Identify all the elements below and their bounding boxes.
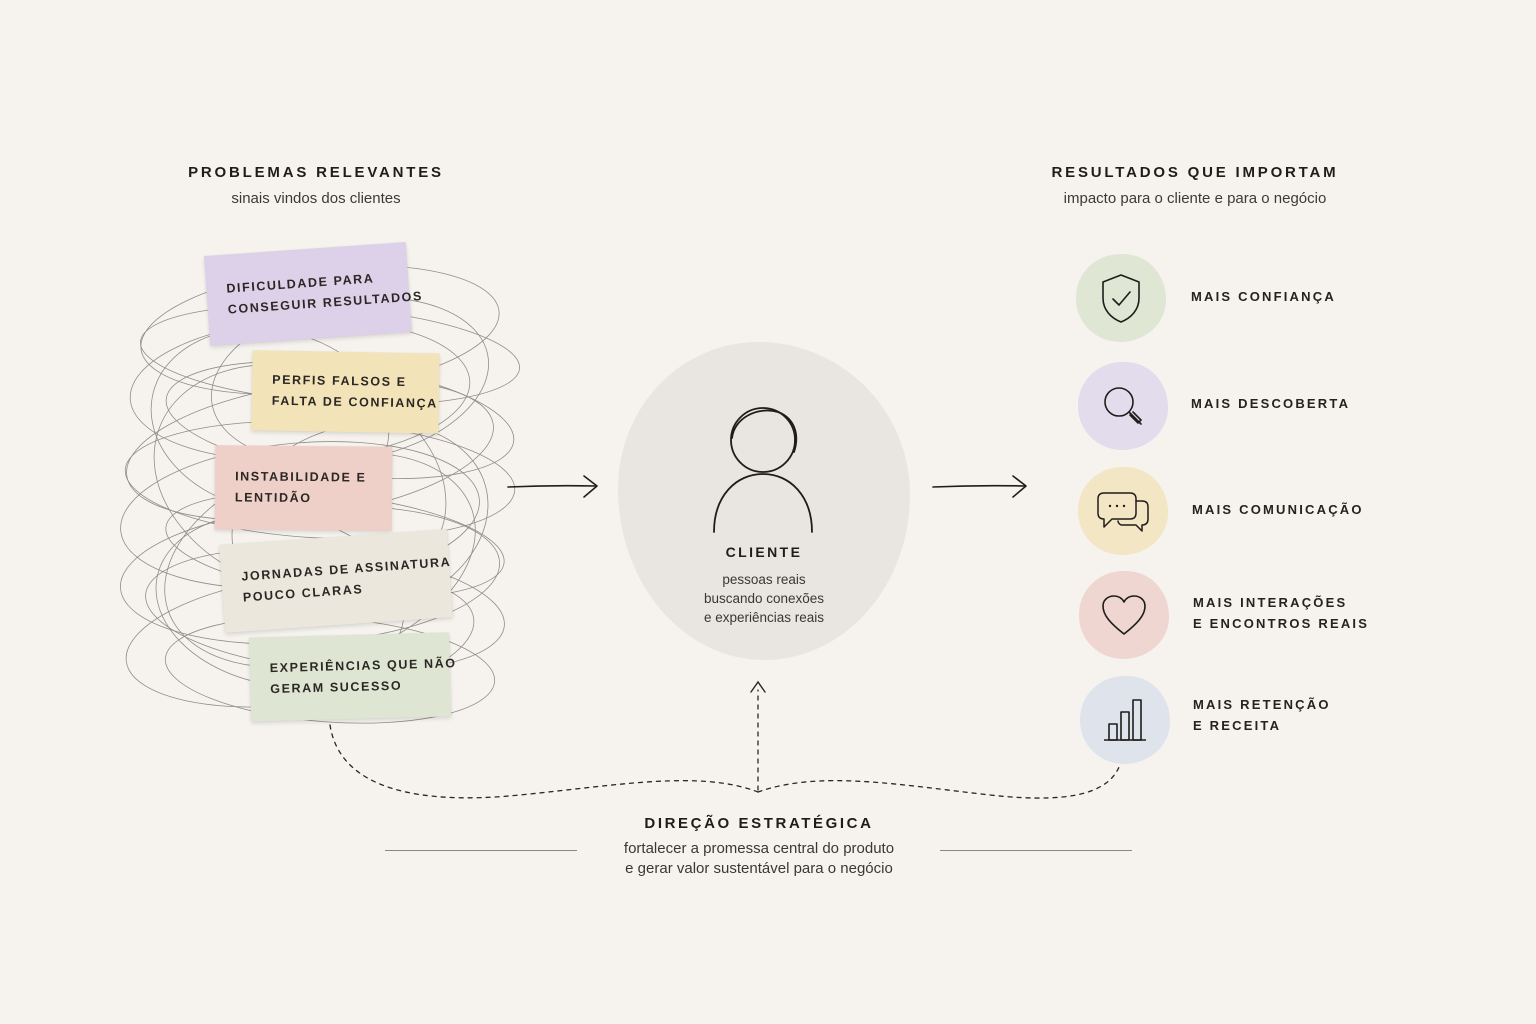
bar-chart-icon: [1104, 699, 1146, 741]
results-title: RESULTADOS QUE IMPORTAM: [1051, 164, 1339, 181]
direction-line-2: e gerar valor sustentável para o negócio: [625, 860, 893, 877]
direction-line-1: fortalecer a promessa central do produto: [623, 840, 895, 857]
magnifier-icon: [1104, 387, 1143, 425]
divider-right: [940, 850, 1132, 851]
client-desc-3: e experiências reais: [703, 610, 825, 625]
arrow-to-client: [507, 484, 597, 488]
problem-note-2-line1: PERFIS FALSOS E: [272, 372, 407, 390]
results-subtitle: impacto para o cliente e para o negócio: [1063, 190, 1327, 207]
client-circle: [618, 342, 910, 660]
arrow-to-results: [932, 484, 1026, 488]
dashed-right-path: [757, 757, 1123, 799]
result-label-retention-line2: E RECEITA: [1193, 718, 1282, 733]
client-desc-1: pessoas reais: [722, 572, 806, 587]
result-label-communication-line1: MAIS COMUNICAÇÃO: [1192, 502, 1364, 517]
result-label-communication: MAIS COMUNICAÇÃO: [1192, 499, 1364, 520]
result-label-trust: MAIS CONFIANÇA: [1191, 286, 1336, 307]
result-label-retention-line1: MAIS RETENÇÃO: [1193, 697, 1331, 712]
problems-title: PROBLEMAS RELEVANTES: [188, 164, 444, 181]
result-label-interactions-line1: MAIS INTERAÇÕES: [1193, 595, 1348, 610]
dashed-left-path: [329, 724, 759, 799]
divider-left: [385, 850, 577, 851]
problem-note-3-line1: INSTABILIDADE E: [235, 469, 367, 485]
problem-note-5: EXPERIÊNCIAS QUE NÃO GERAM SUCESSO: [248, 632, 457, 722]
problems-subtitle: sinais vindos dos clientes: [231, 190, 401, 207]
result-label-interactions-line2: E ENCONTROS REAIS: [1193, 616, 1370, 631]
problem-note-1: DIFICULDADE PARA CONSEGUIR RESULTADOS: [204, 242, 423, 346]
result-circle-discovery: [1078, 362, 1168, 450]
result-circle-retention: [1080, 676, 1170, 764]
problem-note-3-line2: LENTIDÃO: [234, 490, 312, 506]
result-label-retention: MAIS RETENÇÃO E RECEITA: [1193, 694, 1331, 736]
result-label-trust-line1: MAIS CONFIANÇA: [1191, 289, 1336, 304]
result-label-interactions: MAIS INTERAÇÕES E ENCONTROS REAIS: [1193, 592, 1369, 634]
result-circle-communication: [1078, 467, 1168, 555]
client-label: CLIENTE: [725, 544, 803, 560]
person-icon: [713, 407, 813, 533]
result-circle-interactions: [1079, 571, 1169, 659]
result-circle-trust: [1076, 254, 1166, 342]
shield-check-icon: [1102, 274, 1140, 323]
problem-note-5-line2: GERAM SUCESSO: [270, 678, 403, 697]
problem-note-2: PERFIS FALSOS E FALTA DE CONFIANÇA: [251, 350, 440, 434]
result-label-discovery-line1: MAIS DESCOBERTA: [1191, 396, 1351, 411]
heart-icon: [1102, 595, 1146, 635]
problem-note-4: JORNADAS DE ASSINATURA POUCO CLARAS: [219, 529, 453, 633]
problem-note-3: INSTABILIDADE E LENTIDÃO: [214, 445, 393, 531]
problem-note-2-line2: FALTA DE CONFIANÇA: [271, 393, 438, 411]
client-desc-2: buscando conexões: [703, 591, 825, 606]
direction-title: DIREÇÃO ESTRATÉGICA: [644, 815, 874, 832]
chat-bubbles-icon: [1097, 492, 1149, 532]
result-label-discovery: MAIS DESCOBERTA: [1191, 393, 1350, 414]
